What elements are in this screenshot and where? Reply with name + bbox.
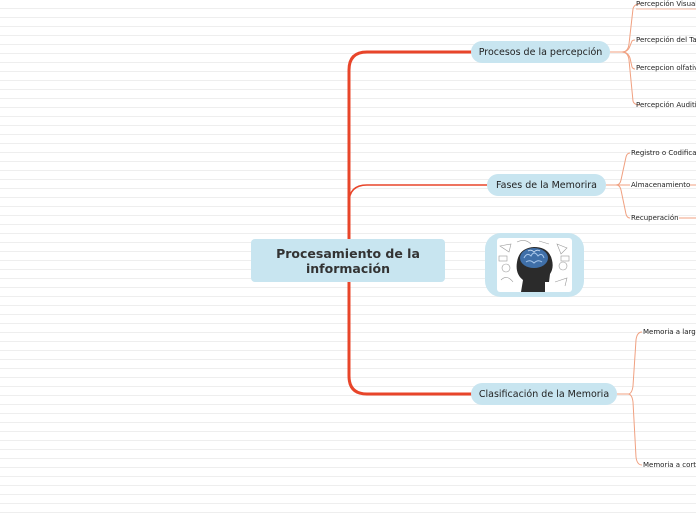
branch-label: Clasificación de la Memoria [479,389,609,400]
leaf-percepcion-tacto[interactable]: Percepción del Tacto [636,36,696,45]
branch-clasificacion-memoria[interactable]: Clasificación de la Memoria [471,383,617,405]
link-corto-plazo [628,394,642,465]
branch-label: Procesos de la percepción [479,47,603,58]
leaf-memoria-corto-plazo[interactable]: Memoria a corto plazo [643,461,696,470]
leaf-almacenamiento[interactable]: Almacenamiento [631,181,690,190]
leaf-percepcion-auditiva[interactable]: Percepción Auditiva [636,101,696,110]
link-recuperacion [616,185,630,218]
leaf-percepcion-olfativa[interactable]: Percepcion olfativa [636,64,696,73]
image-topic[interactable] [485,233,584,297]
link-percepcion-olfativa [622,52,635,69]
leaf-recuperacion[interactable]: Recuperación [631,214,679,223]
branch-procesos-percepcion[interactable]: Procesos de la percepción [471,41,610,63]
branch-label: Fases de la Memorira [496,180,597,191]
central-topic-label: Procesamiento de la información [251,246,445,276]
trunk-line-clasificacion [349,282,471,394]
branch-fases-memoria[interactable]: Fases de la Memorira [487,174,606,196]
leaf-memoria-largo-plazo[interactable]: Memoria a largo plazo [643,328,696,337]
link-registro [606,153,630,185]
leaf-percepcion-visual[interactable]: Percepción Visual [636,0,696,9]
trunk-line-fases [349,185,487,203]
link-percepcion-auditiva [622,52,640,105]
link-largo-plazo [617,332,642,394]
leaf-registro-codificacion[interactable]: Registro o Codificación [631,149,696,158]
brain-head-icon [497,238,572,292]
central-topic[interactable]: Procesamiento de la información [251,239,445,282]
